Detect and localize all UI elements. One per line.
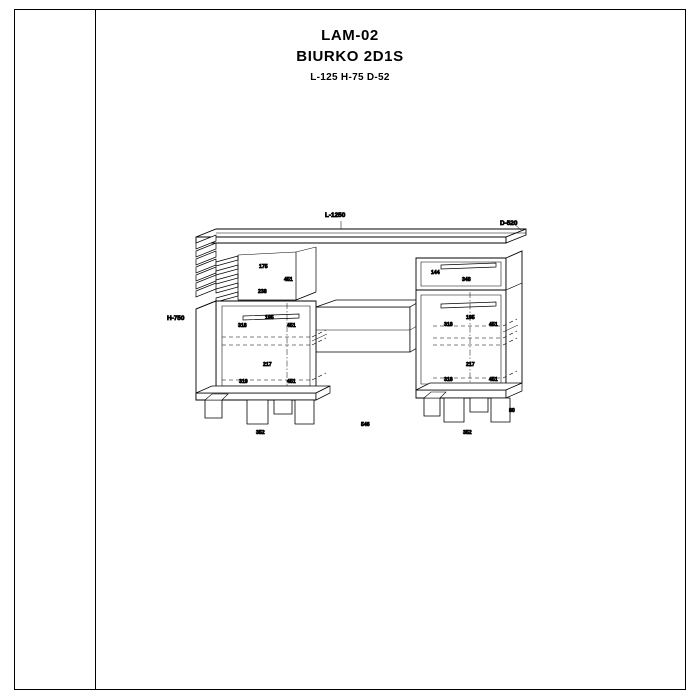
dim-right-top-drawer-width: 348 bbox=[462, 277, 471, 283]
desk-top-slab bbox=[195, 228, 527, 244]
dim-foot-height: 80 bbox=[509, 408, 515, 414]
dimension-leaders bbox=[295, 221, 522, 342]
dim-left-top-drawer-height: 175 bbox=[259, 264, 268, 270]
right-pedestal-hidden-lines bbox=[433, 318, 518, 379]
center-drawer-unit bbox=[315, 299, 424, 353]
dim-right-lower-width: 318 bbox=[444, 377, 453, 383]
left-pedestal-hidden-lines bbox=[222, 329, 327, 381]
dim-left-top-drawer-depth: 451 bbox=[284, 277, 293, 283]
dim-left-middle-depth: 451 bbox=[287, 323, 296, 329]
dim-left-top-drawer-width: 238 bbox=[258, 289, 267, 295]
dim-left-lower-depth: 451 bbox=[287, 379, 296, 385]
dim-center-span: 546 bbox=[361, 422, 370, 428]
dim-left-middle-width: 318 bbox=[238, 323, 247, 329]
page-border-frame bbox=[14, 9, 686, 690]
left-pedestal bbox=[195, 300, 317, 401]
dim-right-middle-height: 195 bbox=[466, 315, 475, 321]
dim-depth-label: D-520 bbox=[500, 220, 518, 227]
left-margin-rule bbox=[95, 9, 96, 690]
knee-space-back-panel bbox=[237, 246, 317, 301]
dim-right-lower-depth: 451 bbox=[489, 377, 498, 383]
right-feet bbox=[423, 391, 511, 423]
dim-right-middle-width: 318 bbox=[444, 322, 453, 328]
dim-right-middle-depth: 451 bbox=[489, 322, 498, 328]
dim-left-middle-height: 195 bbox=[265, 315, 274, 321]
dim-length-label: L-1250 bbox=[325, 212, 346, 219]
dim-right-foot-span: 352 bbox=[463, 430, 472, 436]
dim-left-lower-height: 217 bbox=[263, 362, 272, 368]
dim-left-lower-width: 319 bbox=[239, 379, 248, 385]
dim-right-top-drawer-height: 144 bbox=[431, 270, 440, 276]
right-pedestal bbox=[415, 250, 523, 391]
left-feet bbox=[204, 393, 315, 425]
dim-left-foot-span: 352 bbox=[256, 430, 265, 436]
dim-height-label: H-750 bbox=[167, 315, 185, 322]
left-inner-shelves bbox=[215, 255, 239, 303]
dim-right-lower-height: 217 bbox=[466, 362, 475, 368]
left-side-slat-stack bbox=[195, 234, 217, 298]
